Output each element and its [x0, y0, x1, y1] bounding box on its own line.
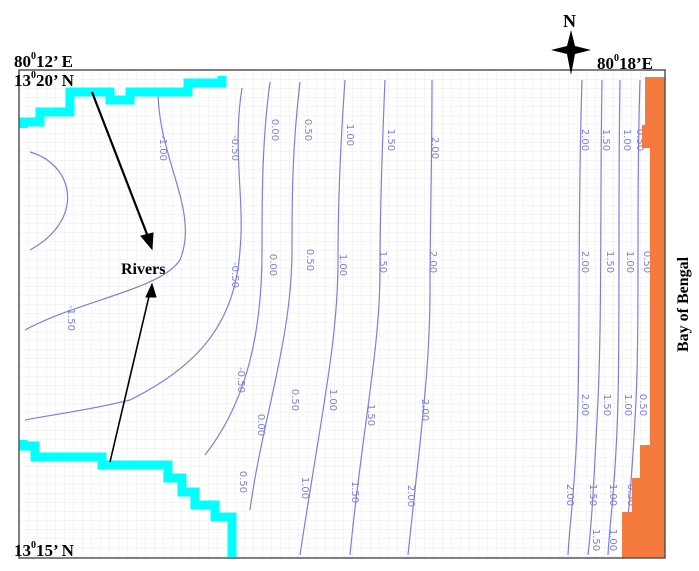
contour-value-label: 0.50 [637, 394, 648, 416]
contour-line [204, 81, 271, 456]
bay-of-bengal-region [622, 77, 665, 558]
contour-value-label: 1.00 [299, 477, 310, 499]
map-grid [19, 70, 665, 558]
coordinate-top-left-longitude: 80012’ E [14, 51, 73, 71]
contour-value-label: 0.50 [625, 484, 636, 506]
coordinate-top-right-longitude: 80018’E [597, 53, 653, 73]
contour-value-label: 0.50 [641, 251, 652, 273]
contour-value-label: 1.50 [604, 251, 615, 273]
contour-value-label: 1.50 [365, 404, 376, 426]
contour-value-label: 0.00 [255, 414, 266, 436]
contour-value-label: -1.00 [157, 135, 168, 161]
contour-value-label: 1.00 [622, 394, 633, 416]
contour-value-label: 1.00 [624, 251, 635, 273]
contour-value-label: 1.00 [607, 529, 618, 551]
contour-value-label: 2.00 [579, 251, 590, 273]
contour-value-label: 0.50 [302, 119, 313, 141]
contour-value-label: 0.00 [267, 254, 278, 276]
arrow-to-south-river [109, 291, 151, 463]
contour-lines [24, 79, 641, 556]
contour-value-label: 2.00 [405, 485, 416, 507]
bay-of-bengal-label: Bay of Bengal [675, 256, 692, 352]
contour-value-label: 0.50 [237, 471, 248, 493]
map-frame [18, 69, 666, 559]
contour-line [349, 79, 386, 556]
contour-line [587, 79, 603, 556]
contour-value-label: 2.00 [579, 129, 590, 151]
river-south [18, 440, 237, 557]
contour-value-label: 2.00 [427, 251, 438, 273]
contour-value-label: 1.50 [590, 529, 601, 551]
contour-value-label: 1.50 [587, 484, 598, 506]
contour-value-label: 1.50 [385, 129, 396, 151]
arrow-head-icon [145, 282, 157, 298]
north-label: N [563, 11, 576, 31]
contour-value-label: -0.50 [229, 135, 240, 161]
arrow-head-icon [140, 232, 154, 251]
contour-value-label: 2.00 [419, 399, 430, 421]
north-arrow-icon [551, 30, 591, 75]
contour-value-label: 1.00 [621, 129, 632, 151]
contour-value-label: 1.50 [601, 394, 612, 416]
contour-value-label: 1.00 [337, 254, 348, 276]
contour-line [407, 79, 433, 556]
contour-value-label: 1.00 [344, 124, 355, 146]
arrow-to-north-river [90, 91, 152, 243]
river-arrows [90, 91, 157, 463]
contour-line [29, 151, 69, 251]
contour-value-label: 0.00 [269, 119, 280, 141]
contour-value-label: -0.50 [235, 367, 246, 393]
contour-value-label: 0.50 [304, 249, 315, 271]
river-north [18, 76, 227, 128]
contour-value-label: 1.00 [607, 484, 618, 506]
contour-value-label: 2.00 [429, 137, 440, 159]
contour-value-label: 1.50 [600, 129, 611, 151]
contour-value-label: -0.50 [229, 262, 240, 288]
contour-value-label: 2.00 [564, 484, 575, 506]
contour-value-label: -1.50 [65, 305, 76, 331]
contour-line [24, 89, 186, 331]
contour-line [607, 79, 621, 556]
contour-value-label: 1.50 [377, 251, 388, 273]
contour-line [567, 79, 583, 556]
river-channels [18, 76, 237, 557]
contour-value-label: 1.50 [349, 481, 360, 503]
coordinate-top-left-latitude: 13020’ N [14, 70, 74, 90]
contour-line [299, 79, 346, 556]
contour-value-label: 2.00 [579, 394, 590, 416]
contour-line [24, 87, 243, 421]
contour-line [249, 81, 301, 511]
rivers-label: Rivers [121, 261, 166, 278]
coordinate-bottom-left-latitude: 13015’ N [14, 540, 74, 560]
contour-value-label: 0.50 [634, 129, 645, 151]
contour-value-label: 1.00 [327, 389, 338, 411]
contour-value-label: 0.50 [289, 389, 300, 411]
